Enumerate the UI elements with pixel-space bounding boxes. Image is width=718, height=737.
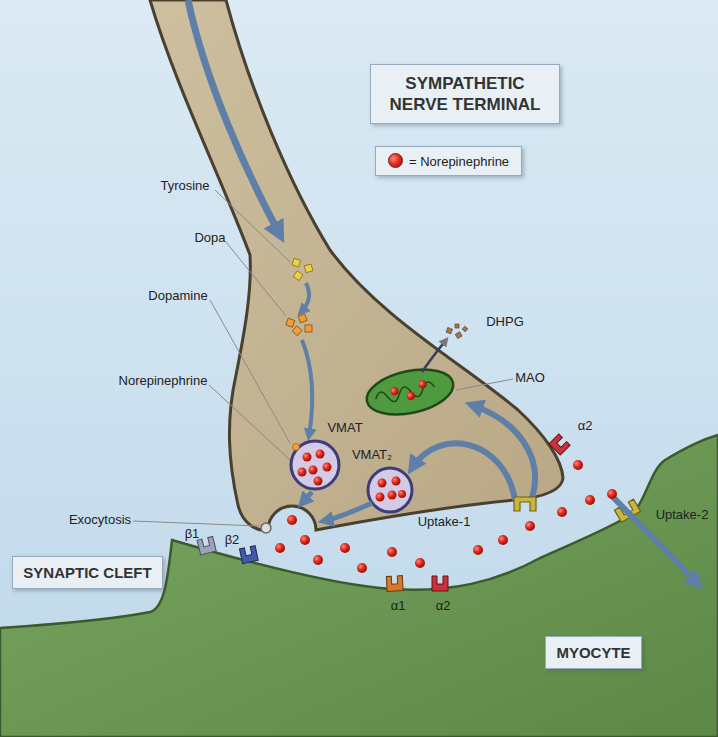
part-label: α2 xyxy=(578,419,593,433)
vesicle xyxy=(291,441,339,489)
part-label: Uptake-2 xyxy=(656,508,709,522)
release-arrow xyxy=(302,492,312,503)
legend: = Norepinephrine xyxy=(375,146,522,176)
vesicle xyxy=(368,468,412,512)
leader-lines xyxy=(133,190,513,526)
synthesis-arrow xyxy=(302,340,312,436)
part-label: Tyrosine xyxy=(160,179,209,193)
part-label: Exocytosis xyxy=(69,513,131,527)
part-label: Dopa xyxy=(194,231,225,245)
alpha2-receptor xyxy=(549,434,570,455)
legend-swatch xyxy=(388,153,403,168)
beta2-receptor xyxy=(239,546,258,564)
part-label: β2 xyxy=(225,533,240,547)
dopa-molecules xyxy=(286,314,312,336)
reuptake-arrow xyxy=(412,443,515,500)
norepinephrine-dots xyxy=(298,450,332,486)
part-label: β1 xyxy=(185,527,200,541)
legend-text: = Norepinephrine xyxy=(409,154,509,169)
norepinephrine-dots xyxy=(275,460,617,573)
transport-arrow xyxy=(188,0,280,235)
part-label: MAO xyxy=(515,371,545,385)
tyrosine-molecules xyxy=(292,258,313,280)
node-text: SYNAPTIC CLEFT xyxy=(23,563,152,582)
node-text: SYMPATHETIC NERVE TERMINAL xyxy=(383,73,547,115)
release-arrow xyxy=(324,503,372,521)
mitochondrion xyxy=(363,362,458,421)
dopamine-molecule xyxy=(293,444,300,451)
part-label: DHPG xyxy=(486,315,524,329)
nerve-terminal xyxy=(150,0,563,530)
beta1-receptor xyxy=(197,536,216,554)
part-label: VMAT₂ xyxy=(352,448,392,462)
part-label: α2 xyxy=(436,599,451,613)
region-tag: MYOCYTE xyxy=(545,636,642,669)
part-label: VMAT xyxy=(327,421,362,435)
part-label: Norepinephrine xyxy=(119,374,208,388)
node-text: MYOCYTE xyxy=(556,643,631,662)
fusion-pore xyxy=(261,523,271,533)
uptake1-transporter xyxy=(514,497,536,511)
norepinephrine-dots xyxy=(376,477,407,502)
part-label: Dopamine xyxy=(148,289,207,303)
synthesis-arrow xyxy=(301,283,309,312)
region-tag: SYNAPTIC CLEFT xyxy=(12,556,163,589)
part-label: α1 xyxy=(391,599,406,613)
part-label: Uptake-1 xyxy=(418,515,471,529)
alpha1-receptor xyxy=(386,576,403,592)
alpha2-receptor xyxy=(432,576,448,591)
dhpg-fragments xyxy=(446,324,468,339)
metabolism-arrow xyxy=(422,340,446,372)
title-panel: SYMPATHETIC NERVE TERMINAL xyxy=(370,64,560,124)
